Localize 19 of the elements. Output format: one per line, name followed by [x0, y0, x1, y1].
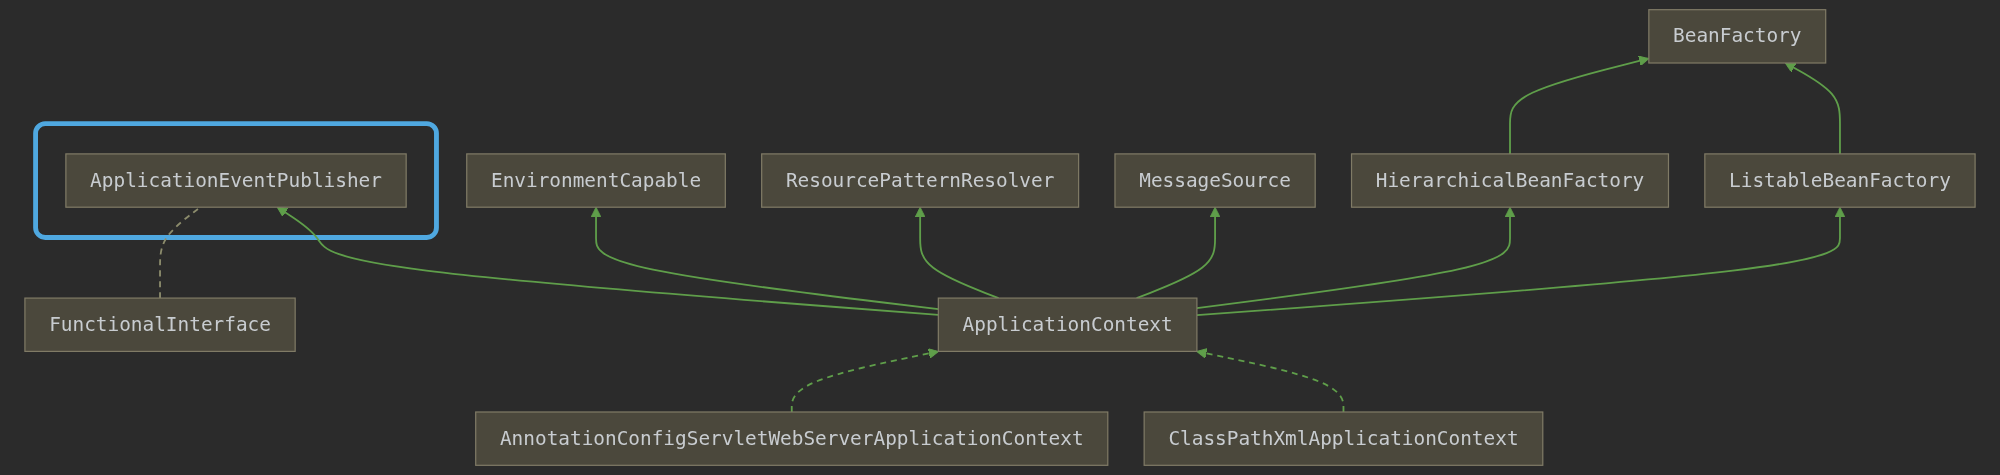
- arrow: [914, 206, 1000, 299]
- arrow: [1196, 206, 1516, 309]
- node-box: FunctionalInterface: [24, 297, 296, 352]
- arrow: [1135, 206, 1221, 299]
- node-box: AnnotationConfigServletWebServerApplicationContext: [475, 411, 1109, 466]
- node-box: ClassPathXmlApplicationContext: [1143, 411, 1544, 466]
- arrow: [1196, 348, 1345, 413]
- node-box: ResourcePatternResolver: [761, 153, 1080, 208]
- arrow: [790, 348, 939, 413]
- arrow: [1784, 62, 1841, 155]
- node-box: BeanFactory: [1648, 9, 1827, 64]
- node-box: ListableBeanFactory: [1704, 153, 1976, 208]
- arrow: [1196, 206, 1846, 317]
- node-box: ApplicationContext: [937, 297, 1198, 352]
- cluster: [33, 121, 439, 240]
- node-box: MessageSource: [1114, 153, 1316, 208]
- node-box: HierarchicalBeanFactory: [1350, 153, 1670, 208]
- node-box: EnvironmentCapable: [466, 153, 726, 208]
- node-box: ApplicationEventPublisher: [65, 153, 407, 208]
